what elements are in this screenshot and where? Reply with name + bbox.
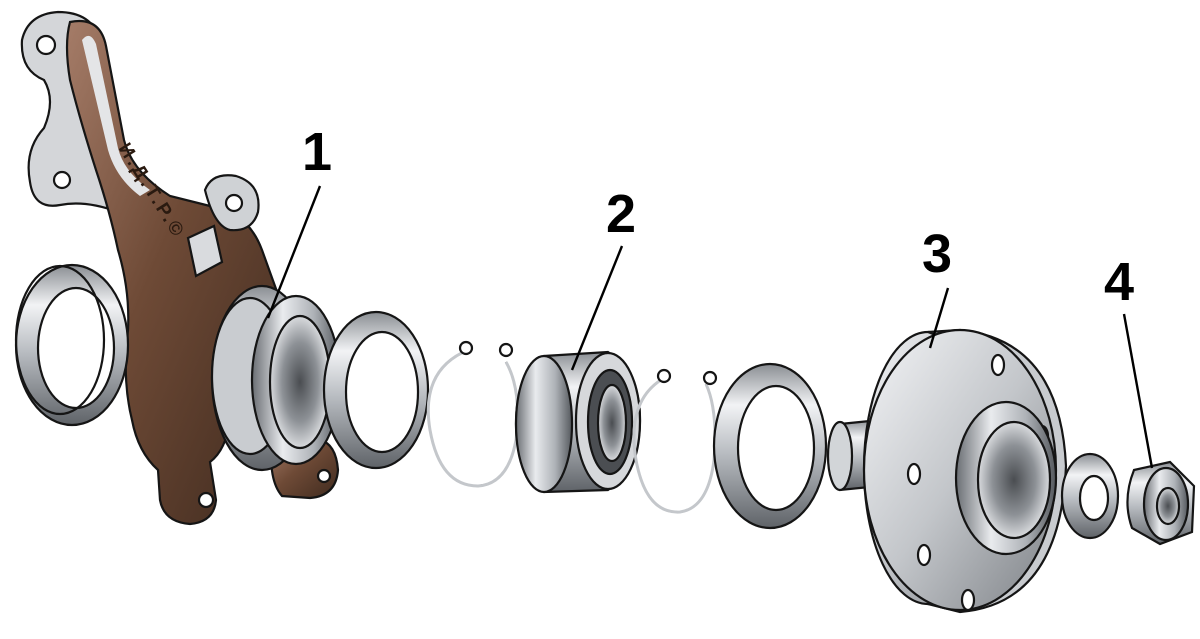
callout-number-1: 1 — [302, 122, 332, 182]
knuckle-bearing-bore — [210, 284, 342, 472]
leader-line-3 — [928, 287, 950, 349]
hub-nut — [1126, 460, 1196, 546]
leader-line-2 — [570, 245, 624, 371]
callout-number-2: 2 — [606, 184, 636, 244]
callout-1: 1 — [266, 122, 332, 319]
washer — [1060, 452, 1120, 540]
leader-line-1 — [266, 185, 322, 319]
wheel-bearing — [514, 350, 642, 494]
callout-3: 3 — [922, 224, 952, 349]
leader-line-4 — [1122, 313, 1154, 469]
spacer-ring-1 — [322, 310, 430, 470]
left-seal-ring — [14, 263, 130, 427]
retaining-circlip-1 — [426, 340, 520, 488]
callout-2: 2 — [570, 184, 636, 371]
callout-number-3: 3 — [922, 224, 952, 284]
callout-number-4: 4 — [1104, 252, 1134, 312]
retaining-circlip-2 — [632, 368, 718, 514]
wheel-hub — [826, 328, 1068, 614]
callout-4: 4 — [1104, 252, 1154, 469]
spacer-ring-2 — [712, 362, 828, 530]
